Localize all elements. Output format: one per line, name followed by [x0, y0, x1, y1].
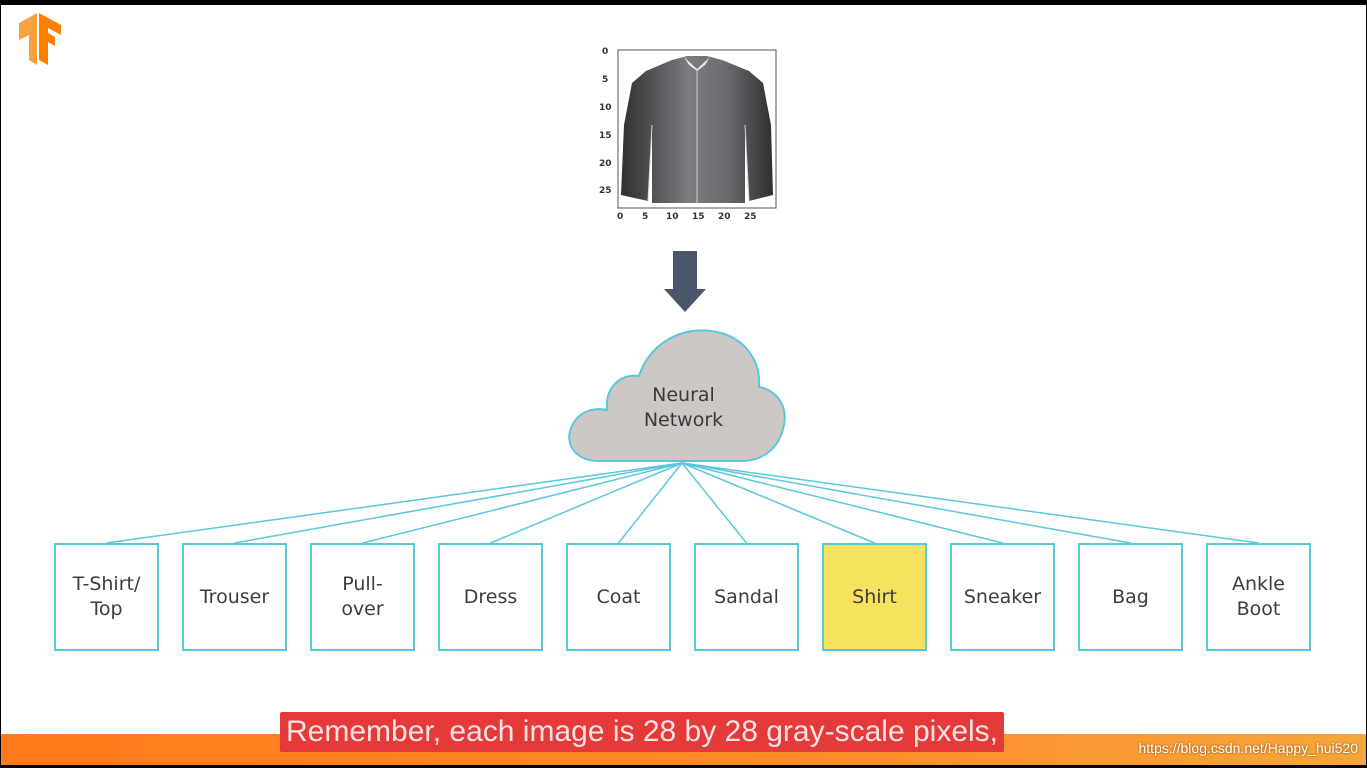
- network-label-line1: Neural: [652, 384, 715, 406]
- class-box-ankle-boot: Ankle Boot: [1206, 543, 1311, 651]
- tensorflow-logo-icon: [19, 13, 61, 65]
- connector-line: [681, 462, 748, 544]
- connector-line: [362, 462, 683, 544]
- connector-line: [681, 462, 1003, 544]
- connector-line: [234, 462, 683, 544]
- class-box-dress: Dress: [438, 543, 543, 651]
- x-tick: 5: [642, 212, 649, 222]
- y-tick: 20: [599, 159, 612, 169]
- y-tick: 25: [599, 186, 612, 196]
- connector-line: [490, 462, 683, 544]
- class-box-pullover: Pull- over: [310, 543, 415, 651]
- x-tick: 0: [617, 212, 624, 222]
- class-box-trouser: Trouser: [182, 543, 287, 651]
- slide: 0 5 10 15 20 25 0 5 10 15 20 25 Neural N…: [0, 5, 1367, 765]
- network-label: Neural Network: [601, 383, 766, 433]
- y-tick: 0: [602, 47, 609, 57]
- network-label-line2: Network: [643, 409, 724, 431]
- class-box-coat: Coat: [566, 543, 671, 651]
- x-tick: 10: [666, 212, 679, 222]
- x-tick: 25: [744, 212, 757, 222]
- video-subtitle: Remember, each image is 28 by 28 gray-sc…: [280, 712, 1005, 752]
- y-tick: 5: [602, 75, 609, 85]
- cloud-icon: [568, 329, 786, 462]
- connector-line: [681, 462, 875, 544]
- y-tick: 10: [599, 103, 612, 113]
- connector-line: [617, 462, 683, 544]
- x-tick: 20: [718, 212, 731, 222]
- connector-line: [681, 462, 1131, 544]
- class-box-tshirt-top: T-Shirt/ Top: [54, 543, 159, 651]
- y-tick: 15: [599, 131, 612, 141]
- connector-line: [106, 462, 683, 544]
- class-box-shirt: Shirt: [822, 543, 927, 651]
- class-box-bag: Bag: [1078, 543, 1183, 651]
- down-arrow-icon: [664, 251, 706, 312]
- x-tick: 15: [692, 212, 705, 222]
- shirt-image-plot: 0 5 10 15 20 25 0 5 10 15 20 25: [599, 45, 789, 235]
- class-box-sneaker: Sneaker: [950, 543, 1055, 651]
- connector-line: [681, 462, 1259, 544]
- class-box-sandal: Sandal: [694, 543, 799, 651]
- watermark: https://blog.csdn.net/Happy_hui520: [1138, 740, 1359, 756]
